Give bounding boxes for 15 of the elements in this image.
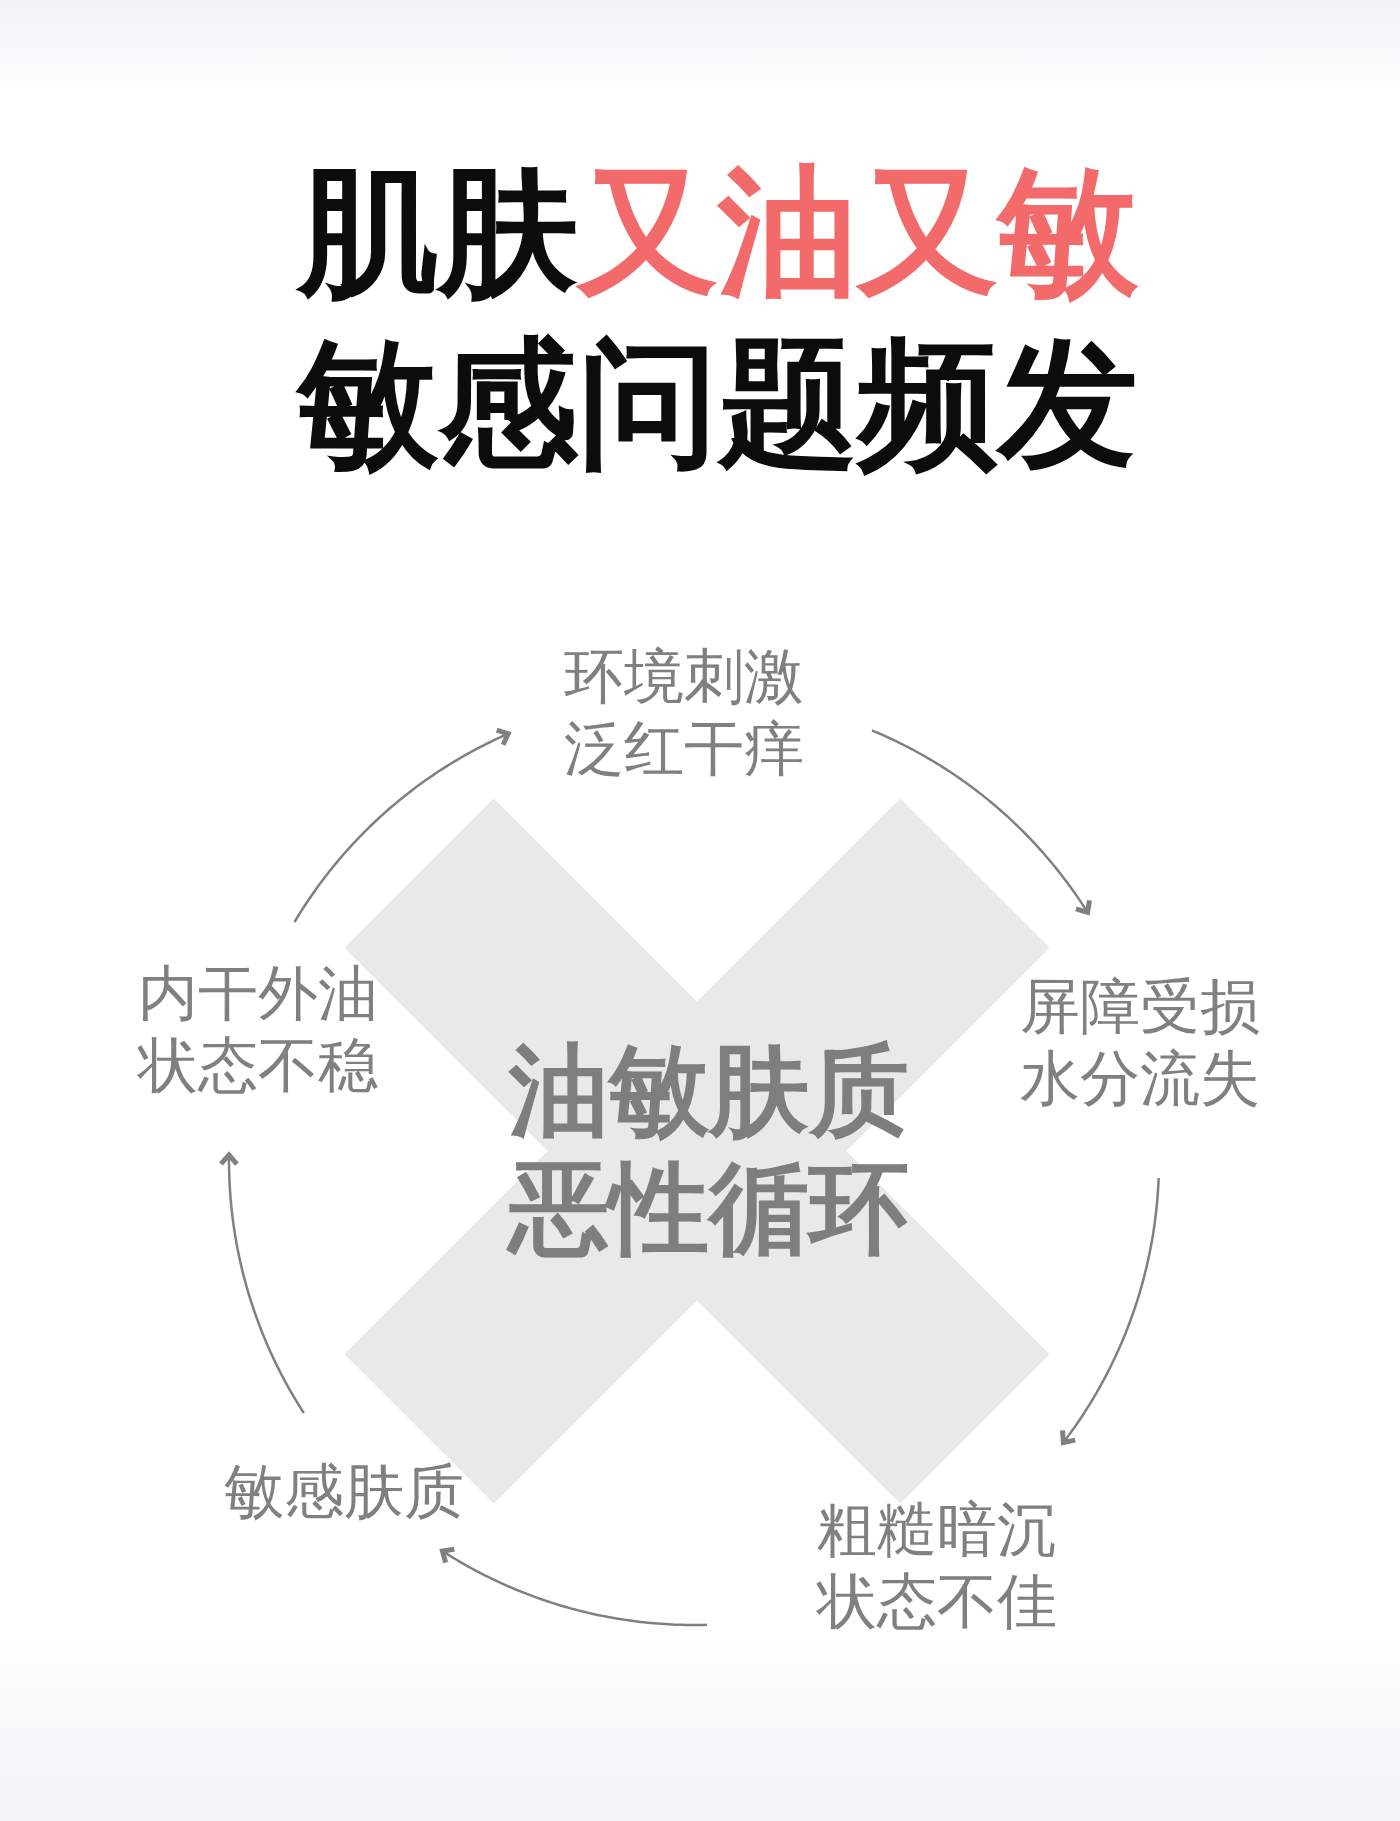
center-text: 油敏肤质 <box>509 1032 909 1150</box>
step-text: 环境刺激 <box>564 640 804 712</box>
cycle-arrow <box>439 1546 708 1627</box>
cycle-arrow <box>218 1152 305 1414</box>
cycle-arrow <box>1060 1177 1160 1445</box>
step-text: 泛红干痒 <box>564 712 804 784</box>
step-text: 屏障受损 <box>1020 970 1260 1042</box>
step-text: 状态不稳 <box>138 1029 378 1101</box>
step-text: 敏感肤质 <box>224 1455 464 1527</box>
cycle-arrow <box>293 727 511 923</box>
cycle-arrow <box>871 729 1092 915</box>
step-text: 粗糙暗沉 <box>817 1493 1057 1565</box>
step-text: 状态不佳 <box>817 1565 1057 1637</box>
step-text: 水分流失 <box>1020 1042 1260 1114</box>
step-text: 内干外油 <box>138 957 378 1029</box>
